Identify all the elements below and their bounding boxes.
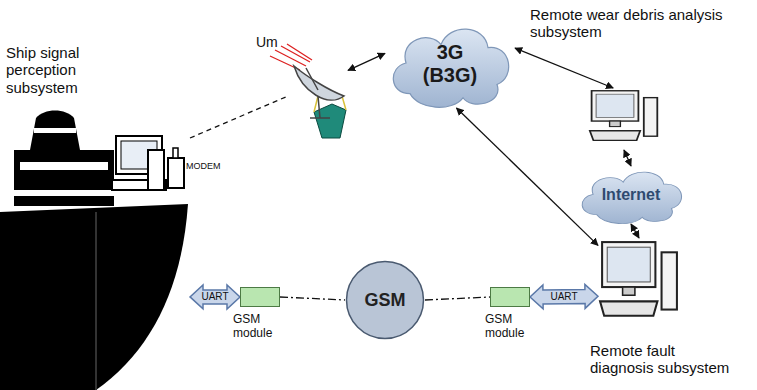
uart-arrow (190, 285, 240, 309)
node-label: Ship signal perception subsystem (6, 44, 124, 96)
cloud-shape (393, 29, 508, 107)
computer: Remote wear debris analysis subsystem (588, 88, 660, 150)
gsm-module: GSM module (490, 287, 530, 307)
connector (631, 224, 639, 238)
screen (607, 247, 650, 282)
edge-label: UART (549, 291, 578, 302)
ship-hull (0, 204, 188, 390)
node-label: GSM module (233, 313, 289, 341)
tower (662, 252, 677, 309)
ship-windows (20, 162, 108, 170)
node-label: Internet (602, 186, 661, 204)
device-label: MODEM (186, 162, 221, 172)
screen (596, 94, 634, 117)
pc-outline (588, 88, 660, 150)
dish-bowl (294, 66, 344, 100)
keyboard (600, 301, 657, 315)
uart-arrow (530, 284, 598, 309)
keyboard (590, 131, 640, 141)
ship-funnel (30, 111, 80, 151)
ship-deck-band (6, 190, 122, 196)
connector (515, 48, 613, 88)
node-label: Um (256, 34, 278, 50)
connector (624, 150, 631, 166)
computer: Remote fault diagnosis subsystem (598, 238, 680, 330)
stand (623, 287, 635, 295)
node-label: Remote fault diagnosis subsystem (590, 342, 740, 377)
connector (425, 297, 490, 300)
edge-label: UART (200, 291, 229, 302)
dish-outline (288, 56, 348, 136)
connector (190, 96, 288, 138)
node-label: GSM module (485, 313, 541, 341)
satellite-dish: Um (288, 56, 348, 136)
modem-box (168, 158, 184, 188)
node-label: 3G (B3G) (415, 41, 485, 87)
internet-cloud: Internet (575, 166, 687, 224)
connector (457, 108, 599, 245)
connector (280, 297, 345, 300)
monitor (592, 91, 639, 121)
circle-shape (347, 262, 424, 339)
ship-tower (148, 150, 164, 190)
ship-bow-line (95, 212, 97, 390)
tower (644, 98, 658, 137)
pc-outline (598, 238, 680, 330)
gsm-network: GSM (345, 260, 425, 340)
monitor (602, 242, 655, 287)
node-label: Remote wear debris analysis subsystem (530, 6, 750, 41)
ship-bridge (14, 150, 114, 206)
dish-mount (306, 68, 330, 118)
cloud-shape (582, 172, 681, 224)
modem-antenna (173, 148, 178, 158)
connector (348, 53, 385, 70)
stand (610, 121, 621, 127)
gsm-module: GSM module (240, 287, 280, 307)
node-label: GSM (364, 290, 405, 311)
network-cloud: 3G (B3G) (385, 20, 515, 108)
ship-subsystem: Ship signal perception subsystem (0, 40, 190, 390)
ship-funnel-band (34, 128, 76, 133)
